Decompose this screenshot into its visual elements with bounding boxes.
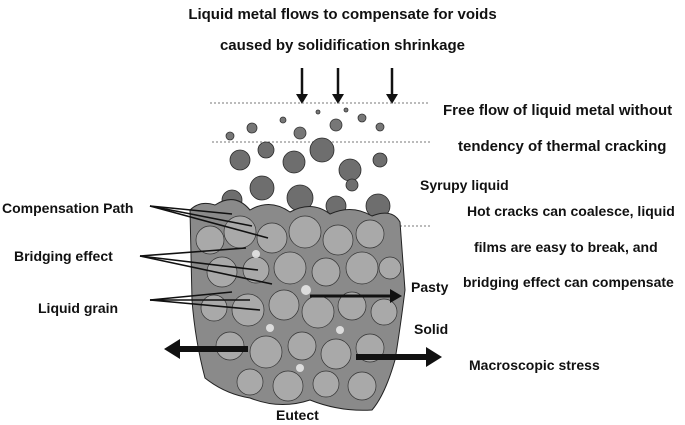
label-hot-cracks-line-1: Hot cracks can coalesce, liquid — [467, 203, 675, 219]
header-line-2: caused by solidification shrinkage — [219, 37, 466, 54]
header-line-1: Liquid metal flows to compensate for voi… — [188, 6, 497, 23]
pasty-arrow — [310, 289, 402, 303]
nucleation-crystals — [225, 107, 385, 141]
label-eutect: Eutect — [276, 407, 319, 423]
label-compensation-path: Compensation Path — [2, 200, 134, 216]
label-hot-cracks-line-2: films are easy to break, and — [474, 239, 658, 255]
bridging-effect-pointers — [139, 247, 273, 285]
macroscopic-stress-arrows — [164, 339, 442, 367]
compensation-path-pointers — [149, 205, 269, 239]
label-macroscopic-stress: Macroscopic stress — [469, 357, 600, 373]
label-pasty: Pasty — [411, 279, 449, 295]
label-hot-cracks-line-3: bridging effect can compensate — [463, 274, 674, 290]
dendrites-syrupy — [221, 137, 391, 219]
label-free-flow-line-2: tendency of thermal cracking — [458, 138, 667, 155]
liquid-grain-pointers — [149, 291, 261, 311]
label-free-flow-line-1: Free flow of liquid metal without — [443, 102, 673, 119]
label-bridging-effect: Bridging effect — [14, 248, 113, 264]
label-syrupy-liquid: Syrupy liquid — [420, 177, 509, 193]
mushy-zone — [189, 199, 406, 411]
label-liquid-grain: Liquid grain — [38, 300, 119, 316]
label-solid: Solid — [414, 321, 449, 337]
flow-arrows — [296, 68, 398, 104]
